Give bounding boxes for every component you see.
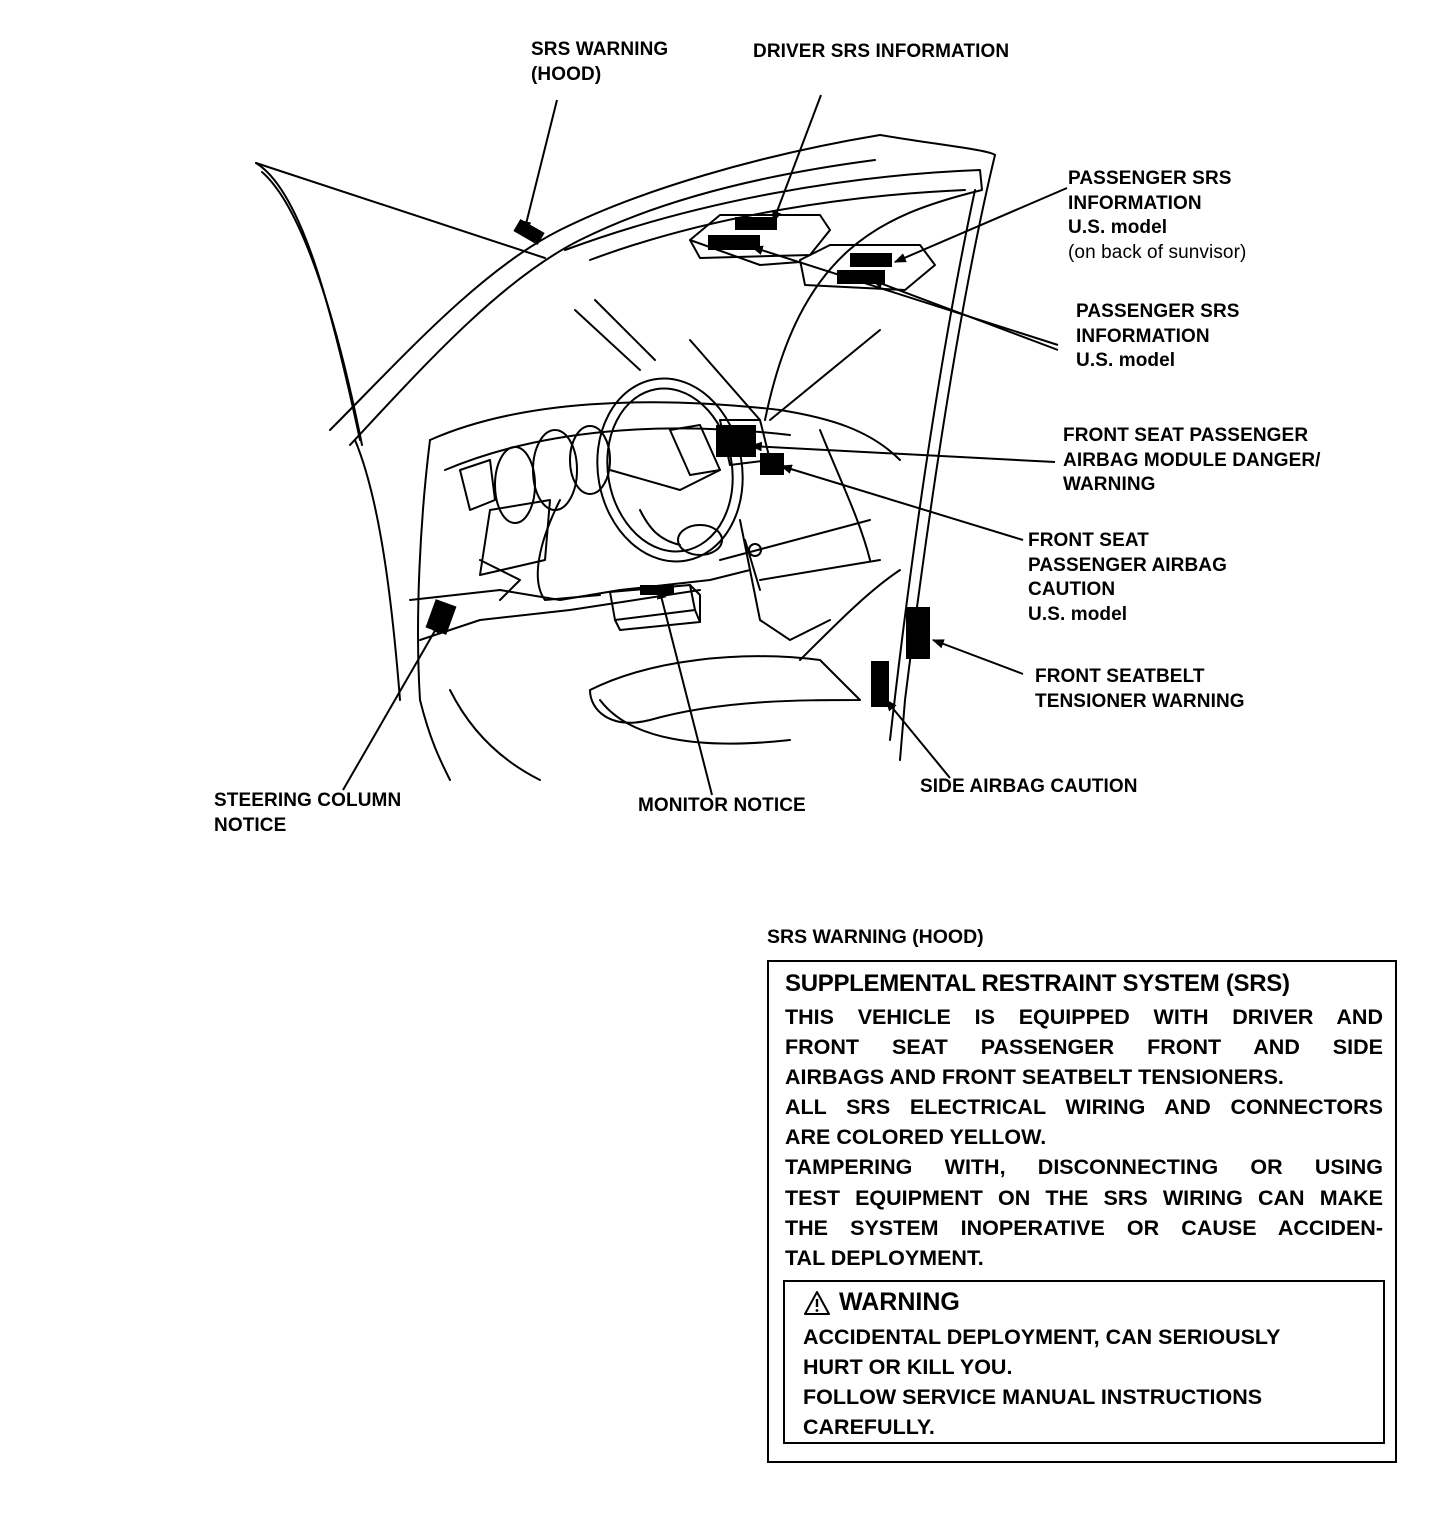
leader-seatbelt-tensioner xyxy=(933,640,1023,674)
callout-steering-column-notice: STEERING COLUMN NOTICE xyxy=(214,789,401,838)
leader-srs-hood xyxy=(524,100,557,232)
callout-line: NOTICE xyxy=(214,814,401,839)
callout-line: AIRBAG MODULE DANGER/ xyxy=(1063,449,1321,474)
label-body-line: TAL DEPLOYMENT. xyxy=(785,1243,1383,1273)
a-pillar xyxy=(330,135,880,430)
airbag-caution-label-patch xyxy=(760,453,784,475)
label-body-line: THE SYSTEM INOPERATIVE OR CAUSE ACCIDEN- xyxy=(785,1213,1383,1243)
callout-driver-srs-information: DRIVER SRS INFORMATION xyxy=(753,40,1009,65)
callout-line: (HOOD) xyxy=(531,63,668,88)
callout-line: CAUTION xyxy=(1028,578,1227,603)
warning-title-text: WARNING xyxy=(839,1288,960,1317)
warning-line: CAREFULLY. xyxy=(803,1412,1280,1442)
leader-steering-column xyxy=(343,622,440,790)
hood-outline xyxy=(256,163,360,440)
callout-line: STEERING COLUMN xyxy=(214,789,401,814)
callout-line: PASSENGER SRS xyxy=(1076,300,1240,325)
warning-line: FOLLOW SERVICE MANUAL INSTRUCTIONS xyxy=(803,1382,1280,1412)
hood-label-heading: SRS WARNING (HOOD) xyxy=(767,926,984,949)
callout-line: WARNING xyxy=(1063,473,1321,498)
callout-line: U.S. model xyxy=(1068,216,1246,241)
label-body-line: TAMPERING WITH, DISCONNECTING OR USING xyxy=(785,1152,1383,1182)
callout-line: FRONT SEAT PASSENGER xyxy=(1063,424,1321,449)
callout-srs-warning-hood: SRS WARNING (HOOD) xyxy=(531,38,668,87)
leader-passenger-srs-a xyxy=(752,247,1058,345)
callout-line: FRONT SEAT xyxy=(1028,529,1227,554)
label-body: THIS VEHICLE IS EQUIPPED WITH DRIVER AND… xyxy=(785,1002,1383,1273)
label-body-line: ALL SRS ELECTRICAL WIRING AND CONNECTORS xyxy=(785,1092,1383,1122)
seatbelt-tensioner-label-patch xyxy=(906,607,930,659)
warning-title: WARNING xyxy=(803,1288,960,1317)
windshield-frame xyxy=(565,170,982,420)
leader-passenger-srs-b xyxy=(872,280,1058,350)
callout-side-airbag-caution: SIDE AIRBAG CAUTION xyxy=(920,775,1138,800)
monitor-label-patch xyxy=(640,585,674,595)
warning-box: WARNING ACCIDENTAL DEPLOYMENT, CAN SERIO… xyxy=(783,1280,1385,1444)
passenger-visor-label-patch xyxy=(850,253,892,267)
warning-line: ACCIDENTAL DEPLOYMENT, CAN SERIOUSLY xyxy=(803,1322,1280,1352)
callout-front-seat-passenger-airbag-module: FRONT SEAT PASSENGER AIRBAG MODULE DANGE… xyxy=(1063,424,1321,498)
passenger-seat xyxy=(590,656,860,722)
warning-line: HURT OR KILL YOU. xyxy=(803,1352,1280,1382)
callout-line: PASSENGER AIRBAG xyxy=(1028,554,1227,579)
leader-passenger-visor xyxy=(895,188,1067,262)
leader-monitor xyxy=(659,588,712,795)
callout-line: MONITOR NOTICE xyxy=(638,794,806,819)
leader-airbag-module xyxy=(751,446,1055,462)
callout-line: (on back of sunvisor) xyxy=(1068,241,1246,266)
callout-line: U.S. model xyxy=(1076,349,1240,374)
callout-monitor-notice: MONITOR NOTICE xyxy=(638,794,806,819)
srs-hood-label: SUPPLEMENTAL RESTRAINT SYSTEM (SRS) THIS… xyxy=(767,960,1397,1463)
airbag-module-label-patch xyxy=(716,425,756,457)
callout-line: DRIVER SRS INFORMATION xyxy=(753,40,1009,65)
callout-line: TENSIONER WARNING xyxy=(1035,690,1245,715)
callout-front-seatbelt-tensioner-warning: FRONT SEATBELT TENSIONER WARNING xyxy=(1035,665,1245,714)
warning-triangle-icon xyxy=(803,1290,831,1316)
label-body-line: ARE COLORED YELLOW. xyxy=(785,1122,1383,1152)
callout-line: U.S. model xyxy=(1028,603,1227,628)
label-body-line: FRONT SEAT PASSENGER FRONT AND SIDE xyxy=(785,1032,1383,1062)
label-title: SUPPLEMENTAL RESTRAINT SYSTEM (SRS) xyxy=(785,970,1290,998)
callout-line: INFORMATION xyxy=(1076,325,1240,350)
callout-line: PASSENGER SRS xyxy=(1068,167,1246,192)
leader-side-airbag xyxy=(886,700,950,778)
leader-airbag-caution xyxy=(781,466,1023,540)
callout-line: SIDE AIRBAG CAUTION xyxy=(920,775,1138,800)
leader-driver-srs xyxy=(773,95,821,222)
label-body-line: AIRBAGS AND FRONT SEATBELT TENSIONERS. xyxy=(785,1062,1383,1092)
callout-line: SRS WARNING xyxy=(531,38,668,63)
gauge-left xyxy=(495,447,535,523)
center-console xyxy=(740,520,830,640)
warning-body: ACCIDENTAL DEPLOYMENT, CAN SERIOUSLY HUR… xyxy=(803,1322,1280,1442)
callout-line: FRONT SEATBELT xyxy=(1035,665,1245,690)
callout-passenger-srs-info: PASSENGER SRS INFORMATION U.S. model xyxy=(1076,300,1240,374)
callout-line: INFORMATION xyxy=(1068,192,1246,217)
label-body-line: TEST EQUIPMENT ON THE SRS WIRING CAN MAK… xyxy=(785,1183,1383,1213)
driver-srs-label-patch xyxy=(735,217,777,230)
callout-front-seat-passenger-airbag-caution: FRONT SEAT PASSENGER AIRBAG CAUTION U.S.… xyxy=(1028,529,1227,627)
label-body-line: THIS VEHICLE IS EQUIPPED WITH DRIVER AND xyxy=(785,1002,1383,1032)
callout-passenger-srs-info-sunvisor: PASSENGER SRS INFORMATION U.S. model (on… xyxy=(1068,167,1246,265)
